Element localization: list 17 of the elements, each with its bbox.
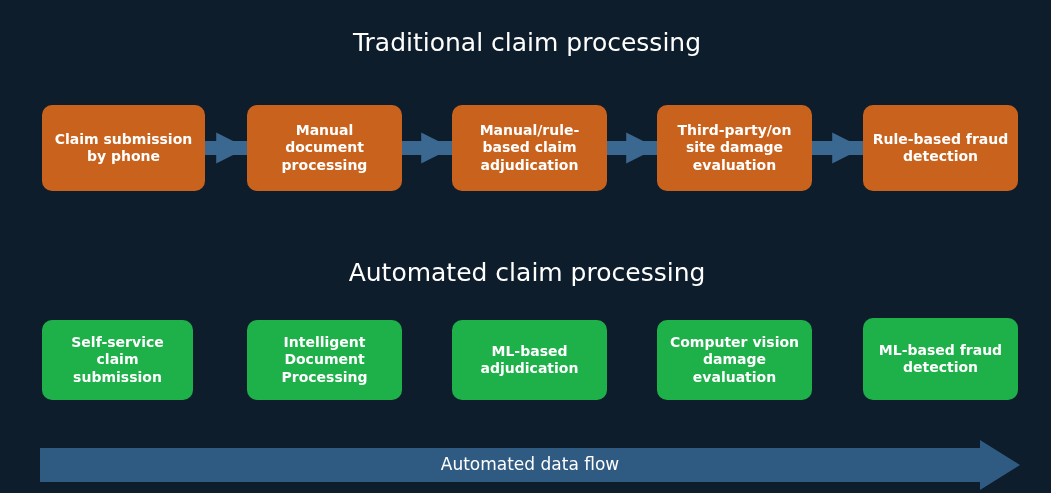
section-heading: Traditional claim processing bbox=[352, 28, 702, 57]
process-box: Self-service claim submission bbox=[42, 320, 193, 400]
process-box: Rule-based fraud detection bbox=[863, 105, 1018, 191]
process-box: Manual document processing bbox=[247, 105, 402, 191]
section-heading: Automated claim processing bbox=[348, 258, 706, 287]
arrow bbox=[402, 132, 452, 164]
process-box: Manual/rule-based claim adjudication bbox=[452, 105, 607, 191]
process-box: Claim submission by phone bbox=[42, 105, 205, 191]
process-box: Intelligent Document Processing bbox=[247, 320, 402, 400]
process-box: ML-based adjudication bbox=[452, 320, 607, 400]
process-box: Computer vision damage evaluation bbox=[657, 320, 812, 400]
arrow bbox=[812, 132, 863, 164]
process-box: Third-party/on site damage evaluation bbox=[657, 105, 812, 191]
band-label: Automated data flow bbox=[440, 454, 620, 476]
arrow bbox=[205, 132, 247, 164]
arrow bbox=[607, 132, 657, 164]
process-box: ML-based fraud detection bbox=[863, 318, 1018, 400]
